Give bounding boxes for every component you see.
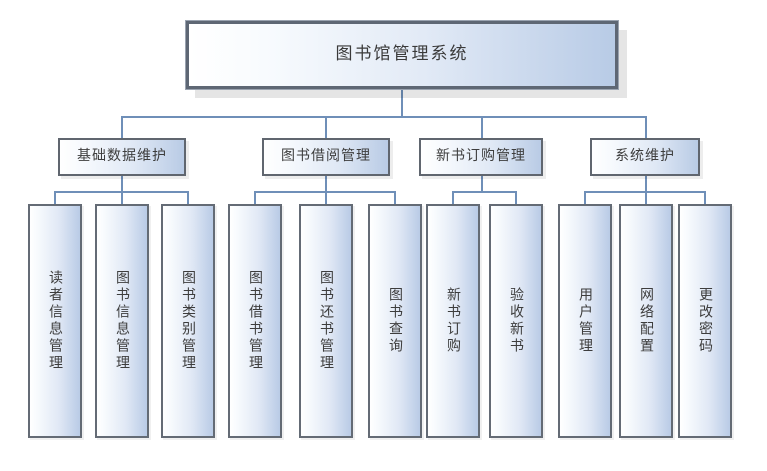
node-l2-label-2: 图书借阅管理: [281, 148, 371, 165]
connector-l2-3-down: [481, 176, 483, 191]
node-leaf-new-book-acceptance[interactable]: 验收新书: [489, 204, 543, 438]
connector-to-l2-4: [645, 116, 647, 140]
node-root-library-management-system[interactable]: 图书馆管理系统: [185, 20, 619, 90]
connector-leaf-8: [515, 191, 517, 204]
node-leaf-label-10: 网络配置: [638, 287, 654, 355]
node-leaf-label-9: 用户管理: [577, 287, 593, 355]
connector-leaf-7: [452, 191, 454, 204]
node-leaf-new-book-ordering[interactable]: 新书订购: [426, 204, 480, 438]
node-l2-basic-data-maintenance[interactable]: 基础数据维护: [58, 138, 186, 176]
connector-leaf-1: [54, 191, 56, 204]
connector-to-l2-2: [325, 116, 327, 140]
node-leaf-reader-info-management[interactable]: 读者信息管理: [28, 204, 82, 438]
node-leaf-book-category-management[interactable]: 图书类别管理: [161, 204, 215, 438]
connector-leaf-5: [325, 191, 327, 204]
node-leaf-label-8: 验收新书: [508, 287, 524, 355]
node-leaf-label-11: 更改密码: [697, 287, 713, 355]
connector-leaf-2: [121, 191, 123, 204]
node-leaf-book-lending-management[interactable]: 图书借书管理: [228, 204, 282, 438]
node-l2-label-1: 基础数据维护: [77, 148, 167, 165]
connector-group-3-bus: [452, 191, 517, 193]
node-leaf-book-info-management[interactable]: 图书信息管理: [95, 204, 149, 438]
connector-leaf-11: [704, 191, 706, 204]
connector-root-down: [401, 89, 403, 116]
connector-leaf-6: [394, 191, 396, 204]
connector-l2-4-down: [645, 176, 647, 191]
connector-leaf-10: [645, 191, 647, 204]
connector-to-l2-1: [121, 116, 123, 140]
node-leaf-book-query[interactable]: 图书查询: [368, 204, 422, 438]
node-leaf-label-1: 读者信息管理: [47, 270, 63, 372]
node-leaf-label-4: 图书借书管理: [247, 270, 263, 372]
connector-leaf-3: [187, 191, 189, 204]
connector-leaf-4: [254, 191, 256, 204]
connector-level2-bus: [121, 116, 645, 118]
node-l2-label-4: 系统维护: [615, 148, 675, 165]
node-leaf-user-management[interactable]: 用户管理: [558, 204, 612, 438]
node-leaf-change-password[interactable]: 更改密码: [678, 204, 732, 438]
node-leaf-book-return-management[interactable]: 图书还书管理: [299, 204, 353, 438]
connector-l2-1-down: [121, 176, 123, 191]
node-l2-book-borrowing-management[interactable]: 图书借阅管理: [262, 138, 390, 176]
node-l2-system-maintenance[interactable]: 系统维护: [590, 138, 700, 176]
connector-l2-2-down: [325, 176, 327, 191]
connector-to-l2-3: [481, 116, 483, 140]
node-leaf-label-3: 图书类别管理: [180, 270, 196, 372]
node-leaf-label-2: 图书信息管理: [114, 270, 130, 372]
node-root-label: 图书馆管理系统: [335, 44, 469, 65]
node-leaf-label-6: 图书查询: [387, 287, 403, 355]
node-leaf-label-5: 图书还书管理: [318, 270, 334, 372]
node-leaf-label-7: 新书订购: [445, 287, 461, 355]
connector-leaf-9: [584, 191, 586, 204]
node-l2-new-book-ordering-management[interactable]: 新书订购管理: [419, 138, 543, 176]
node-leaf-network-configuration[interactable]: 网络配置: [619, 204, 673, 438]
node-l2-label-3: 新书订购管理: [436, 148, 526, 165]
